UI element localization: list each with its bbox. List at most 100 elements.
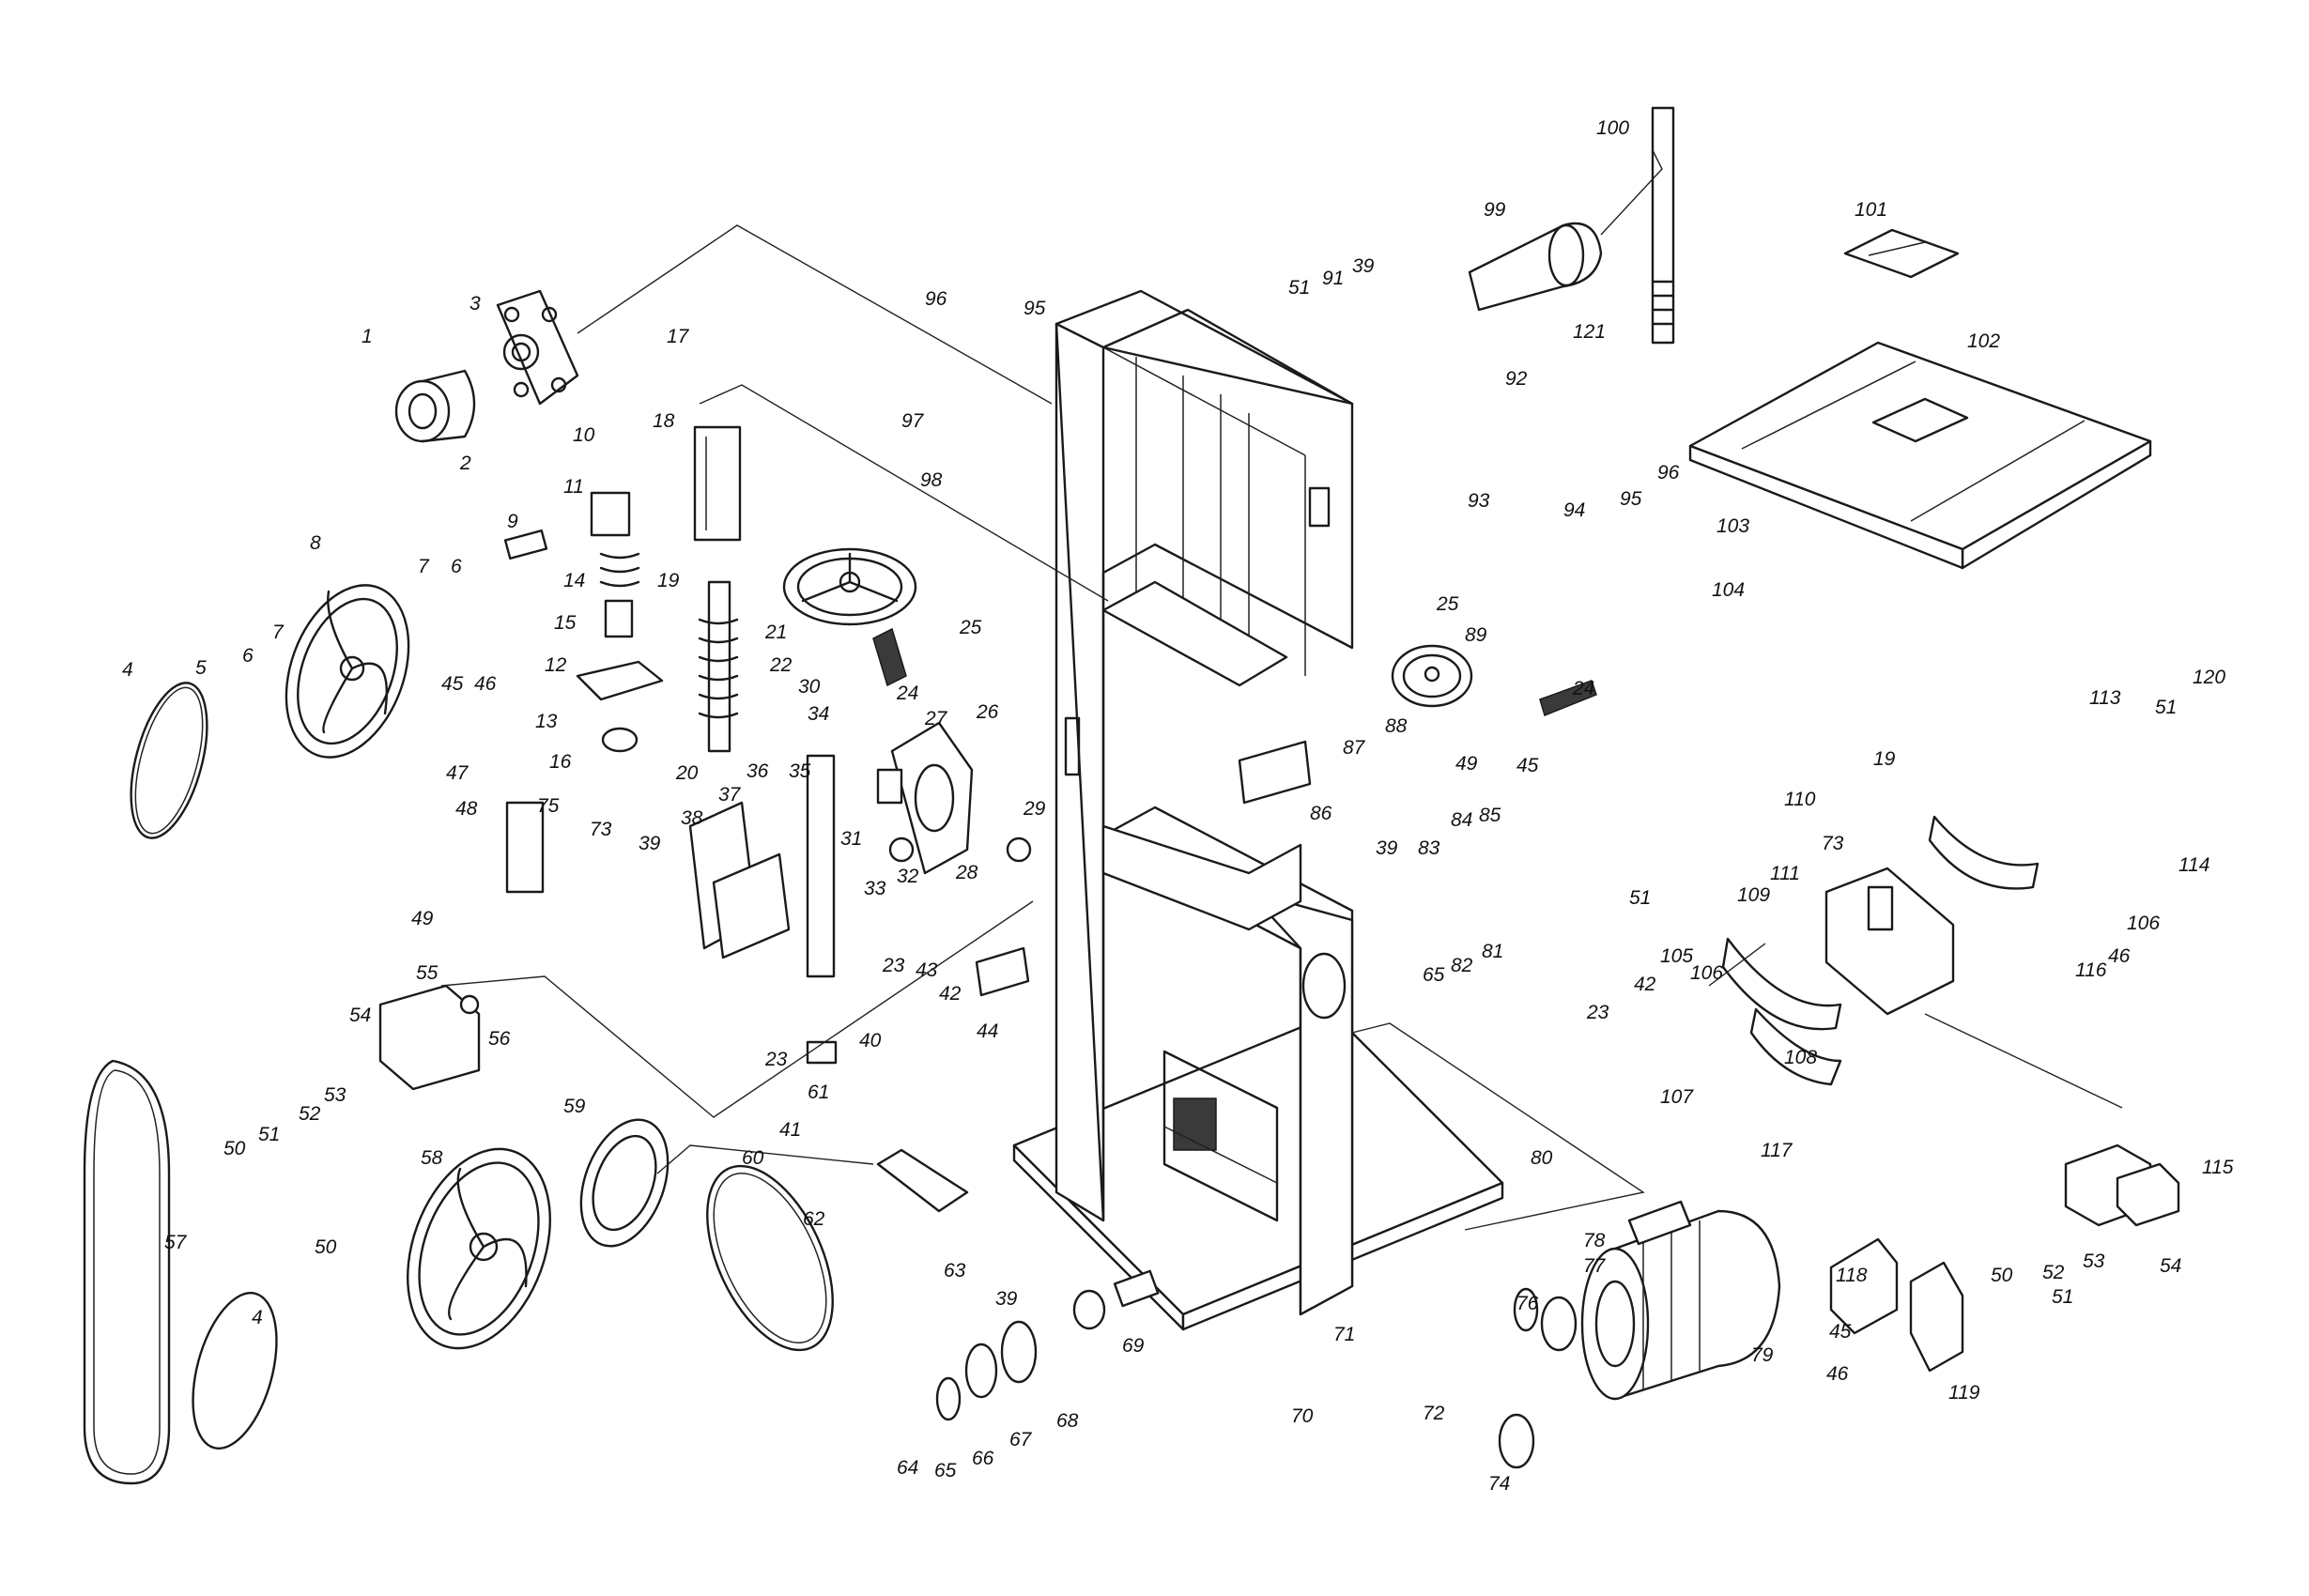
part-label-12: 12 [545,654,567,676]
part-label-20: 20 [675,762,699,784]
part-label-91: 91 [1322,268,1344,289]
part-label-89: 89 [1465,624,1487,646]
part-label-36: 36 [747,760,769,782]
part-label-2: 2 [459,453,471,474]
guide-post-handwheel [1391,644,1597,717]
part-label-54a: 54 [349,1005,371,1026]
part-label-16: 16 [549,751,572,773]
work-table [1688,228,2152,570]
part-label-41: 41 [779,1119,801,1141]
part-label-7a: 7 [272,622,285,643]
part-label-27: 27 [924,708,948,729]
part-label-45b: 45 [1516,755,1539,776]
part-label-21: 21 [764,622,787,643]
saw-blade-loop [83,1059,171,1485]
part-label-111: 111 [1770,863,1800,884]
part-label-14: 14 [563,570,585,591]
part-label-73b: 73 [1822,833,1844,854]
part-label-43: 43 [916,959,938,981]
part-label-92: 92 [1505,368,1528,390]
part-label-73a: 73 [590,819,612,840]
part-label-77: 77 [1583,1255,1607,1277]
part-label-11: 11 [563,476,584,498]
part-label-107: 107 [1660,1086,1694,1108]
part-label-39d: 39 [1352,255,1375,277]
belt-tension-parts [876,740,1535,1469]
part-label-121: 121 [1573,321,1606,343]
main-frame [1012,289,1504,1331]
part-label-120: 120 [2193,667,2225,688]
part-label-98: 98 [920,469,943,491]
part-label-86: 86 [1310,803,1332,824]
part-label-100: 100 [1596,117,1629,139]
part-label-15: 15 [554,612,577,634]
upper-blade-guide [876,721,1032,875]
blade-guard-ring-lower [192,1292,278,1450]
part-label-114: 114 [2178,854,2209,876]
lower-wheel [407,1118,670,1350]
part-label-99: 99 [1484,199,1506,221]
part-label-74: 74 [1488,1473,1510,1495]
part-label-76: 76 [1516,1293,1539,1314]
part-label-79: 79 [1751,1344,1774,1366]
assembly-leader-lines [440,149,2123,1231]
part-label-18: 18 [653,410,675,432]
part-label-115: 115 [2202,1157,2234,1178]
part-label-42b: 42 [1634,974,1656,995]
upper-bearing-housing [394,289,579,443]
part-label-44: 44 [977,1021,998,1042]
part-label-51a: 51 [258,1124,280,1145]
part-label-97: 97 [901,410,925,432]
part-label-116: 116 [2075,959,2107,981]
part-label-88: 88 [1385,715,1408,737]
part-label-13: 13 [535,711,558,732]
part-label-39b: 39 [995,1288,1018,1310]
part-label-23b: 23 [764,1049,788,1070]
upper-wheel [285,584,410,759]
part-label-54b: 54 [2160,1255,2181,1277]
part-label-45c: 45 [1829,1321,1852,1343]
part-label-48: 48 [455,798,478,820]
part-label-5: 5 [195,657,207,679]
part-label-65a: 65 [934,1460,957,1481]
part-label-83: 83 [1418,837,1440,859]
part-label-108: 108 [1784,1047,1817,1068]
part-label-110: 110 [1784,789,1816,810]
part-label-60: 60 [742,1147,764,1169]
part-label-50b: 50 [315,1236,337,1258]
blade-guard-ring-upper [130,682,208,839]
part-label-4a: 4 [122,659,133,681]
part-label-55: 55 [416,962,439,984]
part-label-24a: 24 [896,683,918,704]
part-label-35: 35 [789,760,811,782]
part-label-102: 102 [1967,330,2000,352]
part-label-80: 80 [1531,1147,1553,1169]
part-label-7b: 7 [418,556,430,577]
part-label-59: 59 [563,1096,586,1117]
part-label-117: 117 [1761,1140,1793,1161]
part-label-46b: 46 [1826,1363,1849,1385]
part-label-58: 58 [421,1147,443,1169]
part-label-61: 61 [808,1082,829,1103]
part-label-29: 29 [1023,798,1046,820]
part-label-95b: 95 [1620,488,1642,510]
part-label-45a: 45 [441,673,464,695]
part-label-19b: 19 [1873,748,1896,770]
drive-shaft-parts [935,1269,1160,1421]
part-label-50c: 50 [1991,1265,2013,1286]
part-label-84: 84 [1451,809,1472,831]
part-label-96b: 96 [1657,462,1680,483]
part-label-33: 33 [864,878,886,899]
part-label-38: 38 [681,807,703,829]
part-label-52a: 52 [299,1103,321,1125]
part-label-19a: 19 [657,570,680,591]
part-label-64: 64 [897,1457,918,1479]
part-label-47: 47 [446,762,469,784]
guide-post [688,754,838,1065]
part-label-40: 40 [859,1030,882,1051]
part-label-39c: 39 [1376,837,1398,859]
fence-rod [1468,106,1675,345]
part-label-30: 30 [798,676,821,698]
